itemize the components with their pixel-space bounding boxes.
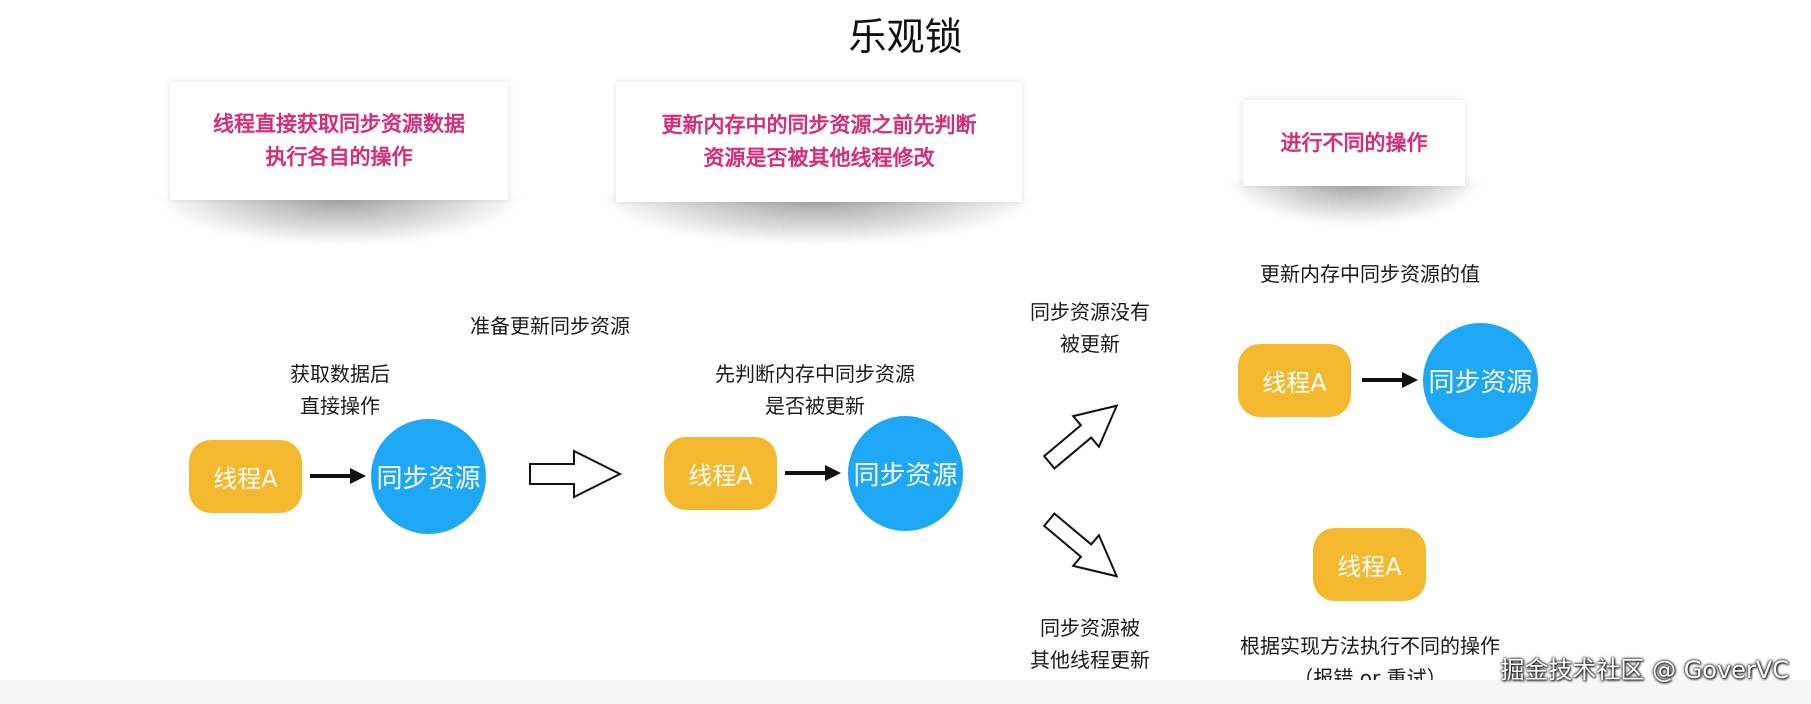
label-line: 是否被更新 bbox=[765, 394, 865, 418]
note-line: 执行各自的操作 bbox=[265, 145, 413, 169]
thread-a-node: 线程A bbox=[1238, 344, 1351, 417]
note-shadow bbox=[602, 196, 1032, 244]
hollow-arrow-down-right-icon bbox=[1042, 512, 1119, 578]
sync-resource-node: 同步资源 bbox=[1423, 323, 1538, 438]
label-line: 直接操作 bbox=[300, 394, 380, 418]
updated-label: 同步资源被 其他线程更新 bbox=[1000, 612, 1180, 676]
watermark: 掘金技术社区 @ GoverVC bbox=[1500, 656, 1789, 684]
note-line: 资源是否被其他线程修改 bbox=[703, 146, 935, 170]
note-shadow bbox=[1230, 180, 1480, 224]
hollow-arrow-up-right-icon bbox=[1042, 404, 1119, 470]
label-line: 同步资源被 bbox=[1040, 616, 1140, 640]
note-line: 更新内存中的同步资源之前先判断 bbox=[661, 113, 977, 137]
label-line: 其他线程更新 bbox=[1030, 648, 1150, 672]
bottom-strip bbox=[0, 680, 1811, 704]
thread-a-node: 线程A bbox=[189, 440, 302, 513]
sync-resource-node: 同步资源 bbox=[371, 419, 486, 534]
not-updated-label: 同步资源没有 被更新 bbox=[1000, 296, 1180, 360]
diagram-title: 乐观锁 bbox=[848, 15, 963, 59]
step1-label: 获取数据后 直接操作 bbox=[250, 358, 430, 422]
label-line: 同步资源没有 bbox=[1030, 300, 1150, 324]
note-check-before-update: 更新内存中的同步资源之前先判断 资源是否被其他线程修改 bbox=[616, 82, 1022, 202]
label-line: 被更新 bbox=[1060, 332, 1120, 356]
thread-a-node: 线程A bbox=[1313, 528, 1426, 601]
arrow-right-icon bbox=[310, 468, 366, 484]
note-different-ops: 进行不同的操作 bbox=[1243, 100, 1465, 186]
update-value-label: 更新内存中同步资源的值 bbox=[1260, 262, 1480, 286]
sync-resource-node: 同步资源 bbox=[848, 416, 963, 531]
label-line: 根据实现方法执行不同的操作 bbox=[1240, 634, 1500, 658]
step2-label: 先判断内存中同步资源 是否被更新 bbox=[690, 358, 940, 422]
note-line: 进行不同的操作 bbox=[1280, 130, 1428, 155]
arrow-right-icon bbox=[1362, 372, 1418, 388]
label-line: 获取数据后 bbox=[290, 362, 390, 386]
note-direct-access: 线程直接获取同步资源数据 执行各自的操作 bbox=[170, 82, 508, 200]
note-shadow bbox=[160, 196, 520, 244]
thread-a-node: 线程A bbox=[664, 437, 777, 510]
note-line: 线程直接获取同步资源数据 bbox=[213, 112, 465, 136]
prepare-label: 准备更新同步资源 bbox=[470, 314, 630, 338]
arrow-right-icon bbox=[785, 465, 841, 481]
hollow-arrow-right-icon bbox=[529, 449, 623, 499]
label-line: 先判断内存中同步资源 bbox=[715, 362, 915, 386]
